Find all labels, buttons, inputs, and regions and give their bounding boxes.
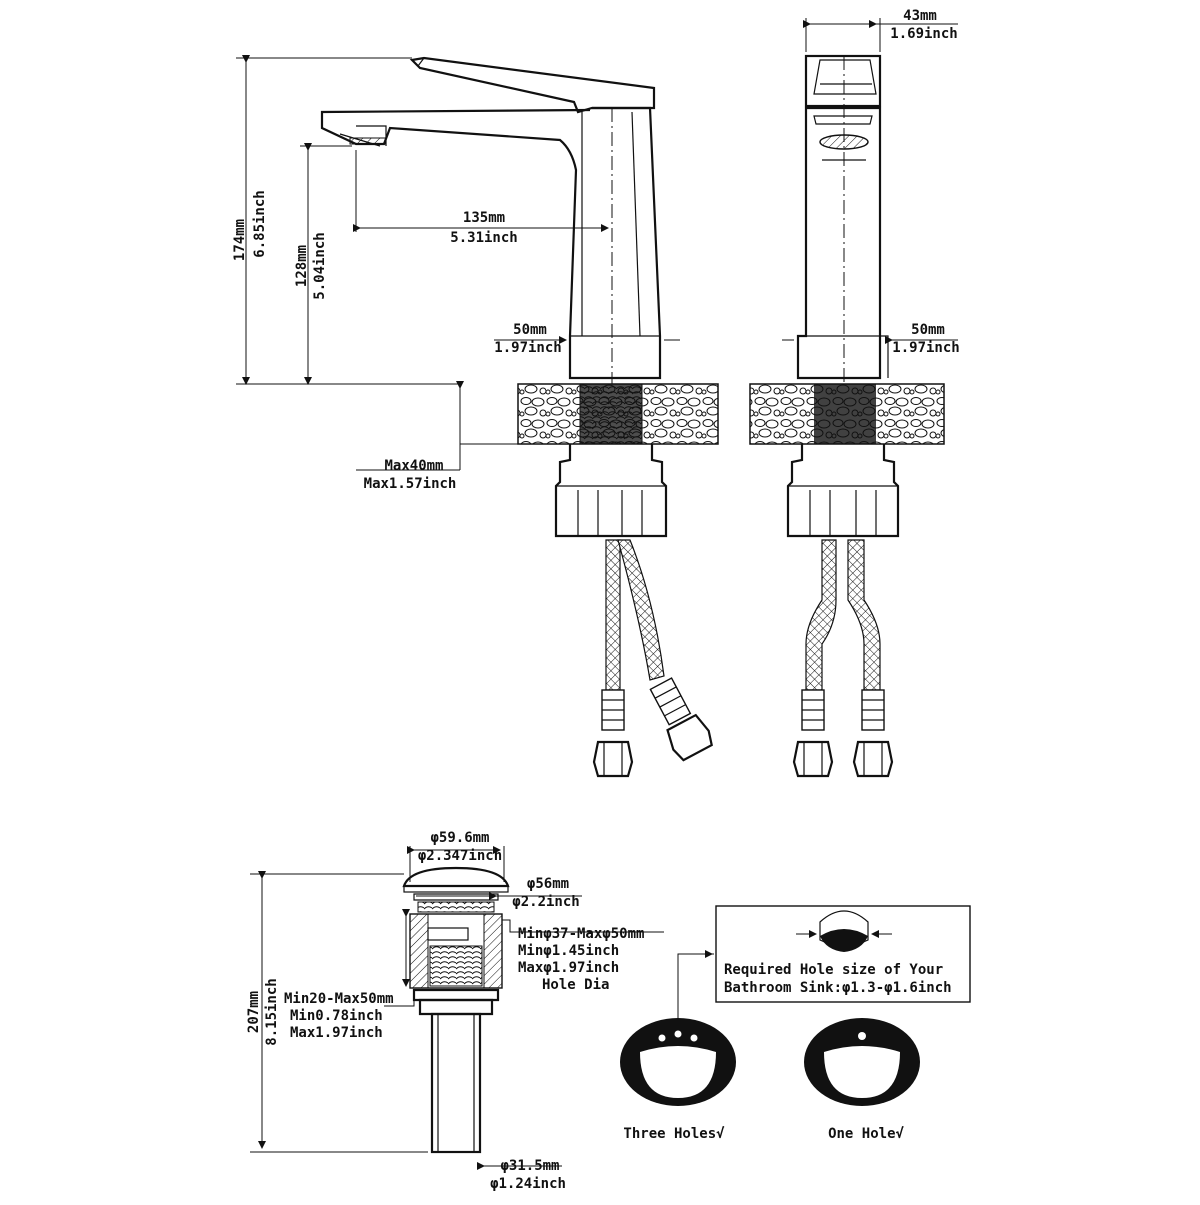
side-view-faucet [320, 56, 719, 778]
one-hole-sink-icon [804, 1018, 920, 1106]
drain-dimensions [250, 846, 664, 1170]
height-inch: 6.85inch [252, 190, 268, 257]
pop-up-drain [402, 866, 510, 1154]
one-hole-label: One Hole√ [828, 1126, 904, 1142]
thickness-range-mm: Min20-Max50mm [284, 991, 394, 1007]
front-base-mm: 50mm [911, 322, 945, 338]
hole-size-info-box [677, 905, 971, 1030]
deck-inch: Max1.57inch [364, 476, 457, 492]
three-hole-sink-icon [620, 1018, 736, 1106]
side-view-dimensions [236, 55, 680, 471]
height-mm: 174mm [232, 219, 248, 261]
front-view-faucet [749, 54, 945, 778]
handle-inch: 1.69inch [890, 26, 957, 42]
thickness-max-inch: Max1.97inch [290, 1025, 383, 1041]
tail-dia-mm: φ31.5mm [500, 1158, 559, 1174]
reach-mm: 135mm [463, 210, 505, 226]
thickness-min-inch: Min0.78inch [290, 1008, 383, 1024]
three-holes-label: Three Holes√ [623, 1126, 725, 1142]
drain-height-inch: 8.15inch [264, 978, 280, 1045]
handle-mm: 43mm [903, 8, 937, 24]
flange-dia-inch: φ2.2inch [512, 894, 579, 910]
hole-info-line2: Bathroom Sink:φ1.3-φ1.6inch [724, 980, 952, 996]
hole-min-inch: Minφ1.45inch [518, 943, 619, 959]
cap-dia-mm: φ59.6mm [430, 830, 489, 846]
deck-mm: Max40mm [384, 458, 443, 474]
drain-height-mm: 207mm [246, 991, 262, 1033]
hole-max-inch: Maxφ1.97inch [518, 960, 619, 976]
hole-info-line1: Required Hole size of Your [724, 962, 943, 978]
cap-dia-inch: φ2.347inch [418, 848, 502, 864]
tail-dia-inch: φ1.24inch [490, 1176, 566, 1192]
side-base-inch: 1.97inch [494, 340, 561, 356]
hole-dia-label: Hole Dia [542, 977, 609, 993]
front-view-dimensions [782, 18, 958, 344]
spout-height-inch: 5.04inch [312, 232, 328, 299]
spout-height-mm: 128mm [294, 245, 310, 287]
flange-dia-mm: φ56mm [527, 876, 569, 892]
reach-inch: 5.31inch [450, 230, 517, 246]
hole-range-mm: Minφ37-Maxφ50mm [518, 926, 644, 942]
side-base-mm: 50mm [513, 322, 547, 338]
front-base-inch: 1.97inch [892, 340, 959, 356]
